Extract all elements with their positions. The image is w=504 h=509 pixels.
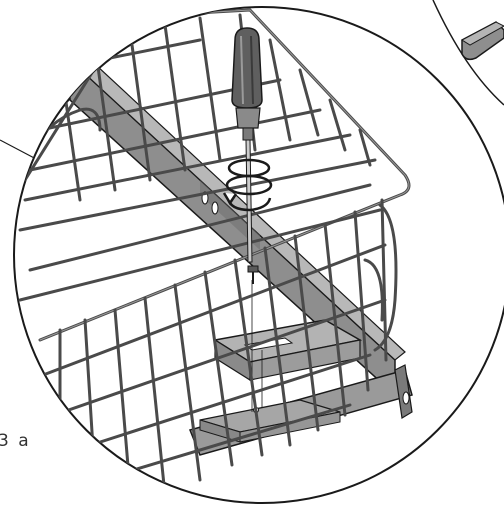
screwdriver-icon [231, 27, 263, 263]
secondary-detail-circle [432, 0, 504, 106]
rotation-arrow-icon [222, 158, 273, 212]
leader-line [0, 139, 39, 161]
step-label: 3 a [0, 431, 31, 451]
part-detail-icon [460, 21, 504, 61]
